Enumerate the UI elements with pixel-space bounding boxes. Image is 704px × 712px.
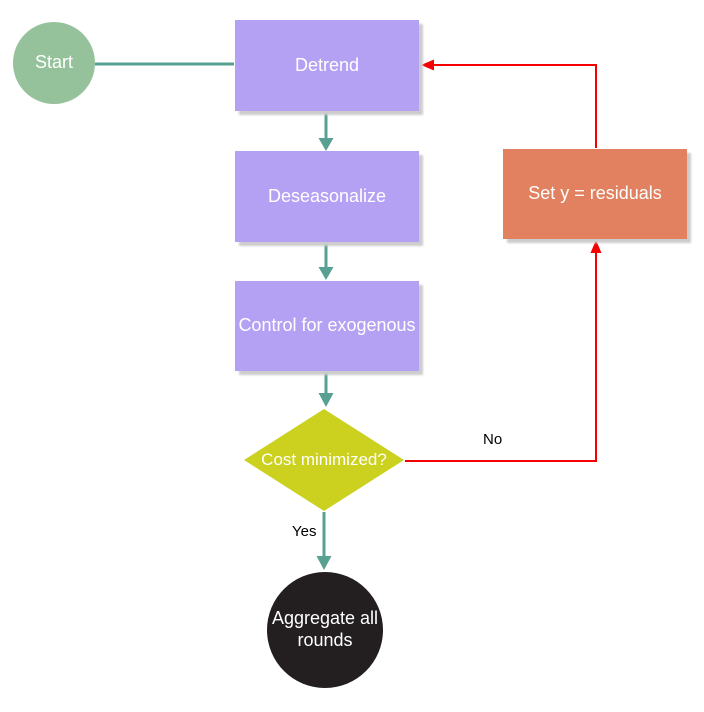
edge-residuals-to-detrend: [434, 64, 597, 148]
edge-decision-to-residuals: [405, 253, 597, 462]
node-cost-minimized-decision[interactable]: Cost minimized?: [244, 409, 404, 511]
arrowhead-decision-to-residuals: [590, 240, 602, 253]
edge-label-yes: Yes: [290, 523, 319, 540]
arrowhead-detrend-to-deseasonalize: [318, 138, 334, 151]
node-deseasonalize[interactable]: Deseasonalize: [235, 151, 419, 242]
arrowhead-control-to-decision: [318, 393, 334, 407]
node-cost-minimized-label: Cost minimized?: [261, 449, 387, 469]
node-control-for-exogenous-label: Control for exogenous: [238, 315, 416, 336]
node-control-for-exogenous[interactable]: Control for exogenous: [235, 281, 419, 371]
node-deseasonalize-label: Deseasonalize: [267, 185, 387, 206]
node-detrend-label: Detrend: [294, 54, 360, 75]
arrowhead-decision-to-aggregate: [316, 556, 332, 570]
node-aggregate-all-rounds[interactable]: Aggregate all rounds: [267, 572, 383, 688]
arrowhead-residuals-to-detrend: [421, 59, 434, 71]
node-set-y-residuals[interactable]: Set y = residuals: [503, 149, 687, 239]
node-set-y-residuals-label: Set y = residuals: [528, 183, 662, 204]
node-start-label: Start: [34, 52, 73, 73]
edge-label-no: No: [481, 431, 505, 448]
node-detrend[interactable]: Detrend: [235, 20, 419, 111]
arrowhead-deseasonalize-to-control: [318, 267, 334, 280]
node-start[interactable]: Start: [13, 22, 95, 104]
node-aggregate-all-rounds-label: Aggregate all rounds: [271, 608, 379, 650]
